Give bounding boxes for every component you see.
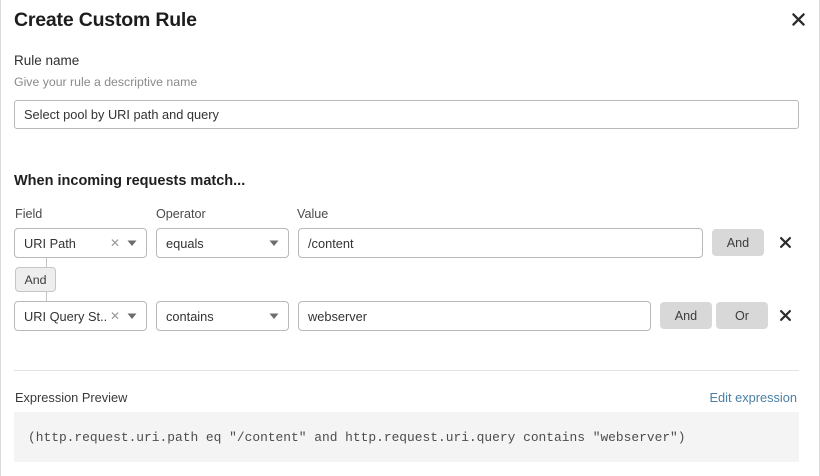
and-button-row-1[interactable]: And (712, 229, 764, 256)
section-divider (14, 370, 799, 371)
expression-preview-label: Expression Preview (15, 390, 128, 405)
value-input-row-1[interactable] (298, 228, 703, 258)
field-select-value-row-1: URI Path (24, 235, 76, 251)
condition-row: URI Query St... ✕ contains And Or (1, 301, 820, 331)
column-header-value: Value (297, 207, 329, 221)
field-select-value-row-2: URI Query St... (24, 308, 106, 324)
delete-row-button-row-2[interactable] (772, 302, 798, 329)
rule-name-label: Rule name (14, 53, 80, 68)
close-icon[interactable] (785, 6, 811, 32)
delete-row-button-row-1[interactable] (772, 229, 798, 256)
chevron-down-icon[interactable] (124, 240, 146, 247)
group-logic-and-badge[interactable]: And (15, 267, 56, 292)
clear-icon[interactable]: ✕ (109, 309, 120, 323)
chevron-down-icon[interactable] (124, 313, 146, 320)
field-select-row-2[interactable]: URI Query St... ✕ (14, 301, 147, 331)
operator-select-row-2[interactable]: contains (156, 301, 289, 331)
page-title: Create Custom Rule (14, 9, 197, 31)
and-button-row-2[interactable]: And (660, 302, 712, 329)
rule-name-help-text: Give your rule a descriptive name (14, 75, 198, 89)
field-select-row-1[interactable]: URI Path ✕ (14, 228, 147, 258)
column-header-operator: Operator (156, 207, 206, 221)
condition-row: URI Path ✕ equals And (1, 228, 820, 258)
chevron-down-icon[interactable] (266, 313, 288, 320)
operator-select-row-1[interactable]: equals (156, 228, 289, 258)
operator-select-value-row-1: equals (166, 235, 204, 251)
chevron-down-icon[interactable] (266, 240, 288, 247)
value-input-row-2[interactable] (298, 301, 651, 331)
rule-name-input[interactable] (14, 100, 799, 129)
expression-preview-code: (http.request.uri.path eq "/content" and… (14, 412, 799, 462)
operator-select-value-row-2: contains (166, 308, 214, 324)
clear-icon[interactable]: ✕ (109, 236, 120, 250)
match-section-heading: When incoming requests match... (14, 173, 246, 189)
or-button-row-2[interactable]: Or (716, 302, 768, 329)
column-header-field: Field (15, 207, 43, 221)
edit-expression-link[interactable]: Edit expression (709, 390, 798, 405)
